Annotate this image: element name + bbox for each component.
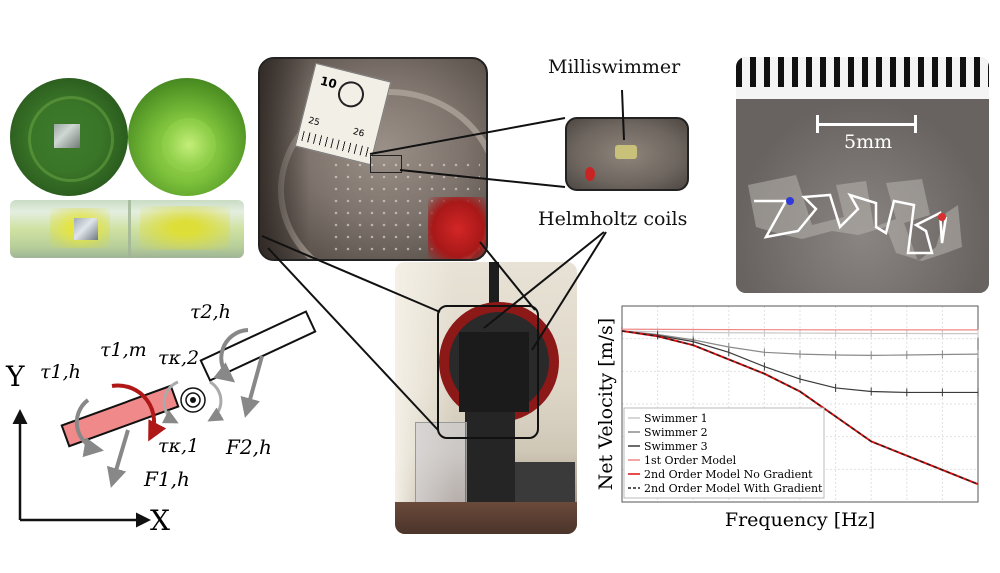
tau-k2-label: τκ,2 <box>158 347 199 369</box>
coils-highlight-box <box>437 305 539 439</box>
series-line-2nd-order-model-with-gradient <box>621 330 979 485</box>
zoom-target-box <box>370 155 402 173</box>
chart-series <box>621 326 979 486</box>
legend-label: Swimmer 3 <box>644 440 708 453</box>
legend-label: 2nd Order Model No Gradient <box>644 468 813 481</box>
swimmer-photo-side <box>10 200 244 258</box>
swimmer-photo-top-right <box>128 78 246 196</box>
swimmer-trajectory <box>748 175 962 261</box>
tau-k1-label: τκ,1 <box>158 435 199 457</box>
chart-ylabel: Net Velocity [m/s] <box>595 318 617 490</box>
legend-label: Swimmer 1 <box>644 412 708 425</box>
axis-x-label: X <box>150 504 170 537</box>
force-diagram: Y X τ1,h τ1,m τκ,2 τκ,1 τ2,h F1,h F2,h <box>5 301 317 537</box>
chart-xlabel: Frequency [Hz] <box>725 509 875 531</box>
chart-frame <box>621 305 979 503</box>
magnet-chip <box>74 218 98 240</box>
milliswimmer-inset-photo <box>565 117 689 191</box>
end-marker <box>938 213 946 221</box>
dish-zoom-photo: 10 25 26 <box>258 57 488 261</box>
helmholtz-label: Helmholtz coils <box>538 208 688 230</box>
legend-box <box>623 407 825 499</box>
scale-bar-label: 5mm <box>844 131 893 153</box>
legend-label: 1st Order Model <box>644 454 737 467</box>
force-1h-label: F1,h <box>143 467 190 491</box>
tau-1h-label: τ1,h <box>40 361 81 383</box>
swimmer-photo-top-left <box>10 78 128 196</box>
trajectory-photo: 5mm <box>736 57 989 293</box>
tau-1m-label: τ1,m <box>100 339 147 361</box>
series-line-1st-order-model <box>621 328 978 331</box>
legend-label: 2nd Order Model With Gradient <box>644 482 823 495</box>
start-marker <box>786 197 794 205</box>
helmholtz-setup-photo <box>395 262 577 534</box>
legend-label: Swimmer 2 <box>644 426 708 439</box>
milliswimmer-label: Milliswimmer <box>548 56 681 78</box>
scale-ruler <box>736 57 989 99</box>
force-2h-label: F2,h <box>225 435 272 459</box>
axis-y-label: Y <box>5 360 25 393</box>
tau-2h-label: τ2,h <box>190 301 231 323</box>
